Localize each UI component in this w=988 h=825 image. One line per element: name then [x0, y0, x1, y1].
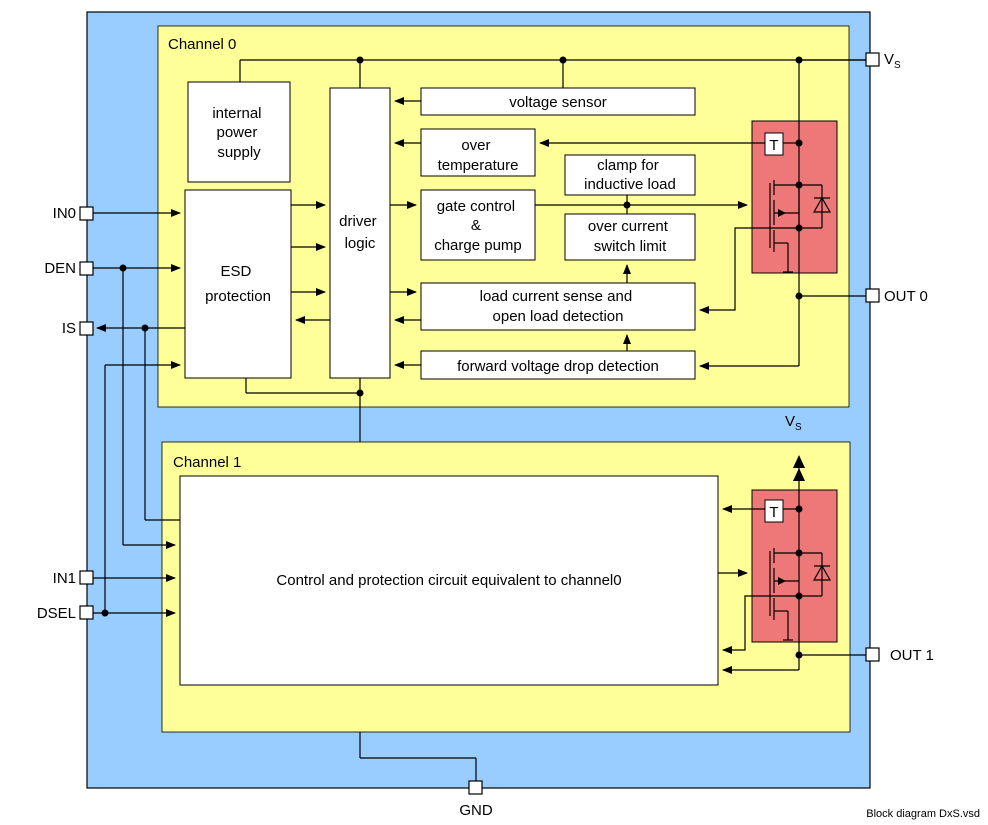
vs-arrow-ch1 — [793, 455, 805, 468]
esd-protection-block — [184, 189, 292, 379]
junction-dots-ch1 — [101, 505, 803, 659]
temp-sensor-ch0 — [764, 132, 784, 156]
load-current-sense-label: load current sense and open load detecti… — [480, 288, 637, 325]
diode-ch0 — [812, 196, 832, 213]
junction-dots-ch0 — [119, 56, 803, 397]
clamp-block — [564, 154, 696, 196]
gate-control-label: gate control & charge pump — [434, 198, 522, 254]
load-current-sense-block — [420, 282, 696, 331]
channel1-title: Channel 1 — [173, 454, 241, 471]
mosfet-ch1 — [769, 548, 823, 641]
driver-logic-block — [329, 87, 391, 379]
driver-logic-label: driver logic — [339, 213, 381, 252]
pin-den-label: DEN — [44, 260, 76, 277]
voltage-sensor-label: voltage sensor — [509, 94, 607, 111]
diagram-footer: Block diagram DxS.vsd — [866, 808, 980, 820]
temp-sensor-ch1 — [764, 499, 784, 523]
forward-voltage-drop-label: forward voltage drop detection — [457, 358, 659, 375]
channel0-wiring — [93, 59, 866, 613]
internal-power-supply-label: internal power supply — [212, 105, 265, 161]
pin-dsel-label: DSEL — [37, 605, 76, 622]
temp-sensor-ch1-symbol: T — [769, 504, 778, 521]
gate-control-block — [420, 189, 536, 261]
clamp-label: clamp for inductive load — [584, 157, 676, 193]
channel0-title: Channel 0 — [168, 36, 236, 53]
internal-power-supply-block — [187, 81, 291, 183]
control-circuit-ch1-block — [179, 475, 719, 686]
pin-vs-ch1-label: VS — [785, 413, 802, 433]
over-current-label: over current switch limit — [588, 218, 672, 255]
over-current-block — [564, 213, 696, 261]
pin-in1-label: IN1 — [53, 570, 76, 587]
pin-gnd-label: GND — [459, 802, 493, 819]
pin-squares — [79, 52, 880, 795]
pin-is-label: IS — [62, 320, 76, 337]
pin-out0-label: OUT 0 — [884, 288, 928, 305]
pin-out1-label: OUT 1 — [890, 647, 934, 664]
over-temperature-block — [420, 128, 536, 177]
control-circuit-ch1-label: Control and protection circuit equivalen… — [276, 572, 621, 589]
voltage-sensor-block — [420, 87, 696, 116]
esd-protection-label: ESD protection — [205, 263, 271, 305]
pin-vs-label: VS — [884, 51, 901, 71]
pin-in0-label: IN0 — [53, 205, 76, 222]
diode-ch1 — [812, 564, 832, 581]
temp-sensor-ch0-symbol: T — [769, 137, 778, 154]
over-temperature-label: over temperature — [438, 137, 519, 174]
